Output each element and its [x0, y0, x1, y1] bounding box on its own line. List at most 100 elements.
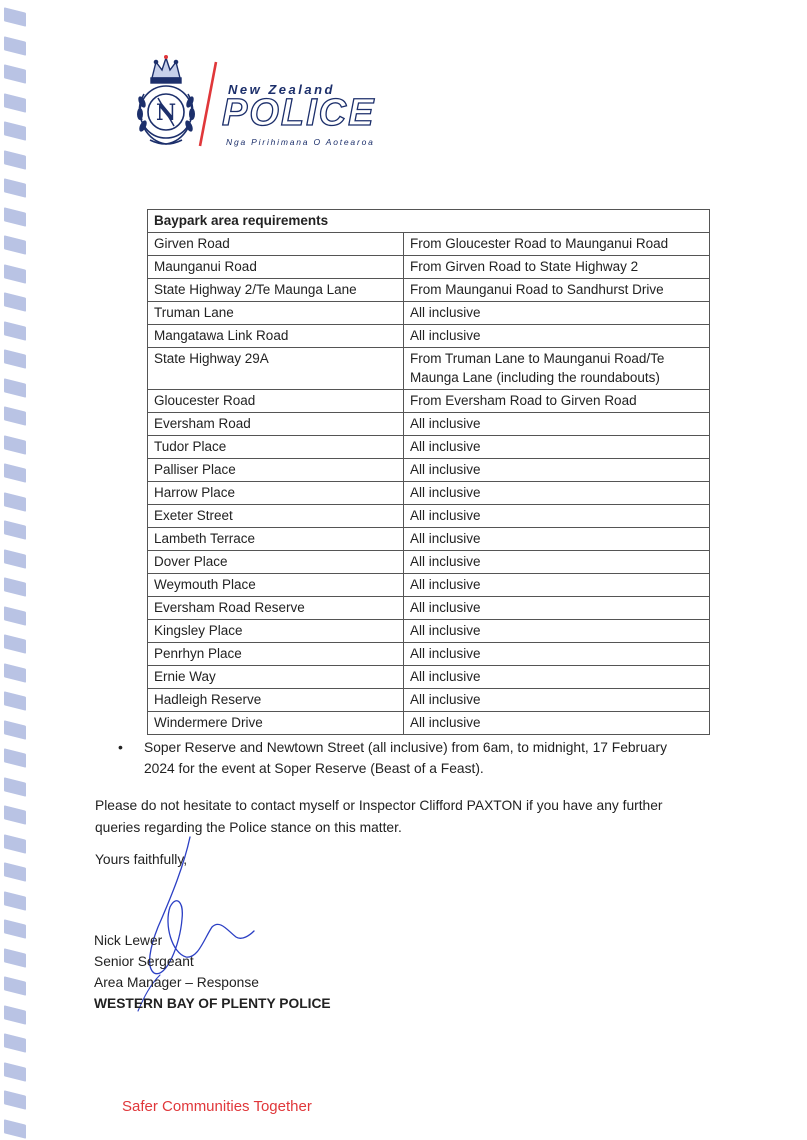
- edge-mark: [4, 263, 26, 284]
- extent-cell: All inclusive: [403, 688, 710, 712]
- signatory-name: Nick Lewer: [94, 933, 163, 948]
- table-title: Baypark area requirements: [147, 209, 710, 233]
- edge-mark: [4, 377, 26, 398]
- extent-cell: All inclusive: [403, 458, 710, 482]
- edge-mark: [4, 947, 26, 968]
- edge-mark: [4, 292, 26, 312]
- bullet-icon: •: [118, 739, 123, 755]
- edge-mark: [4, 35, 26, 56]
- road-name-cell: State Highway 29A: [147, 347, 404, 390]
- edge-mark: [4, 548, 26, 569]
- edge-mark: [4, 206, 26, 227]
- edge-mark: [4, 7, 26, 27]
- police-crest-icon: N: [137, 55, 195, 145]
- edge-mark: [4, 976, 26, 996]
- table-header-row: Baypark area requirements: [147, 209, 710, 233]
- signatory-unit: WESTERN BAY OF PLENTY POLICE: [94, 996, 331, 1011]
- footer-slogan: Safer Communities Together: [122, 1098, 312, 1115]
- extent-cell: All inclusive: [403, 573, 710, 597]
- handwritten-signature: [137, 836, 255, 1012]
- extent-cell: All inclusive: [403, 504, 710, 528]
- nz-police-logo: N New Zealand POLICE Nga Pirihimana O Ao…: [130, 50, 430, 150]
- edge-mark: [4, 520, 26, 540]
- signatory-role: Area Manager – Response: [94, 975, 259, 990]
- road-name-cell: Girven Road: [147, 232, 404, 256]
- road-name-cell: Penrhyn Place: [147, 642, 404, 666]
- extent-cell: All inclusive: [403, 481, 710, 505]
- edge-mark: [4, 178, 26, 198]
- edge-mark: [4, 805, 26, 825]
- signature-block: Nick Lewer Senior Sergeant Area Manager …: [94, 930, 331, 1014]
- extent-cell: All inclusive: [403, 301, 710, 325]
- edge-mark: [4, 862, 26, 882]
- edge-mark: [4, 320, 26, 341]
- edge-mark: [4, 64, 26, 84]
- road-name-cell: Windermere Drive: [147, 711, 404, 735]
- extent-cell: All inclusive: [403, 642, 710, 666]
- road-name-cell: Dover Place: [147, 550, 404, 574]
- logo-red-slash: [198, 61, 218, 147]
- road-name-cell: Weymouth Place: [147, 573, 404, 597]
- road-name-cell: Maunganui Road: [147, 255, 404, 279]
- bullet-text: Soper Reserve and Newtown Street (all in…: [144, 740, 667, 776]
- road-name-cell: Mangatawa Link Road: [147, 324, 404, 348]
- logo-country-text: New Zealand: [228, 82, 335, 97]
- road-name-cell: Harrow Place: [147, 481, 404, 505]
- extent-cell: From Truman Lane to Maunganui Road/Te Ma…: [403, 347, 710, 390]
- road-name-cell: Eversham Road: [147, 412, 404, 436]
- edge-mark: [4, 121, 26, 141]
- extent-cell: All inclusive: [403, 550, 710, 574]
- extent-cell: From Eversham Road to Girven Road: [403, 389, 710, 413]
- extent-cell: All inclusive: [403, 619, 710, 643]
- edge-mark: [4, 491, 26, 512]
- edge-mark: [4, 776, 26, 797]
- edge-mark: [4, 235, 26, 255]
- road-name-cell: Lambeth Terrace: [147, 527, 404, 551]
- extent-cell: From Maunganui Road to Sandhurst Drive: [403, 278, 710, 302]
- edge-mark: [4, 577, 26, 597]
- extent-cell: All inclusive: [403, 596, 710, 620]
- road-name-cell: Hadleigh Reserve: [147, 688, 404, 712]
- extent-cell: All inclusive: [403, 711, 710, 735]
- edge-mark: [4, 349, 26, 369]
- edge-mark: [4, 1004, 26, 1025]
- edge-mark: [4, 833, 26, 854]
- signatory-rank: Senior Sergeant: [94, 954, 194, 969]
- extent-cell: From Gloucester Road to Maunganui Road: [403, 232, 710, 256]
- bullet-list: • Soper Reserve and Newtown Street (all …: [118, 737, 678, 779]
- edge-mark: [4, 406, 26, 426]
- edge-mark: [4, 1118, 26, 1139]
- edge-mark: [4, 605, 26, 626]
- logo-police-wordmark: POLICE: [221, 92, 376, 134]
- edge-mark: [4, 149, 26, 170]
- edge-mark: [4, 1090, 26, 1110]
- road-name-cell: Truman Lane: [147, 301, 404, 325]
- road-name-cell: Kingsley Place: [147, 619, 404, 643]
- closing-salutation: Yours faithfully,: [95, 852, 188, 867]
- edge-mark: [4, 919, 26, 939]
- road-name-cell: State Highway 2/Te Maunga Lane: [147, 278, 404, 302]
- extent-cell: All inclusive: [403, 527, 710, 551]
- edge-mark: [4, 748, 26, 768]
- extent-cell: All inclusive: [403, 324, 710, 348]
- road-name-cell: Palliser Place: [147, 458, 404, 482]
- list-item: • Soper Reserve and Newtown Street (all …: [118, 737, 678, 779]
